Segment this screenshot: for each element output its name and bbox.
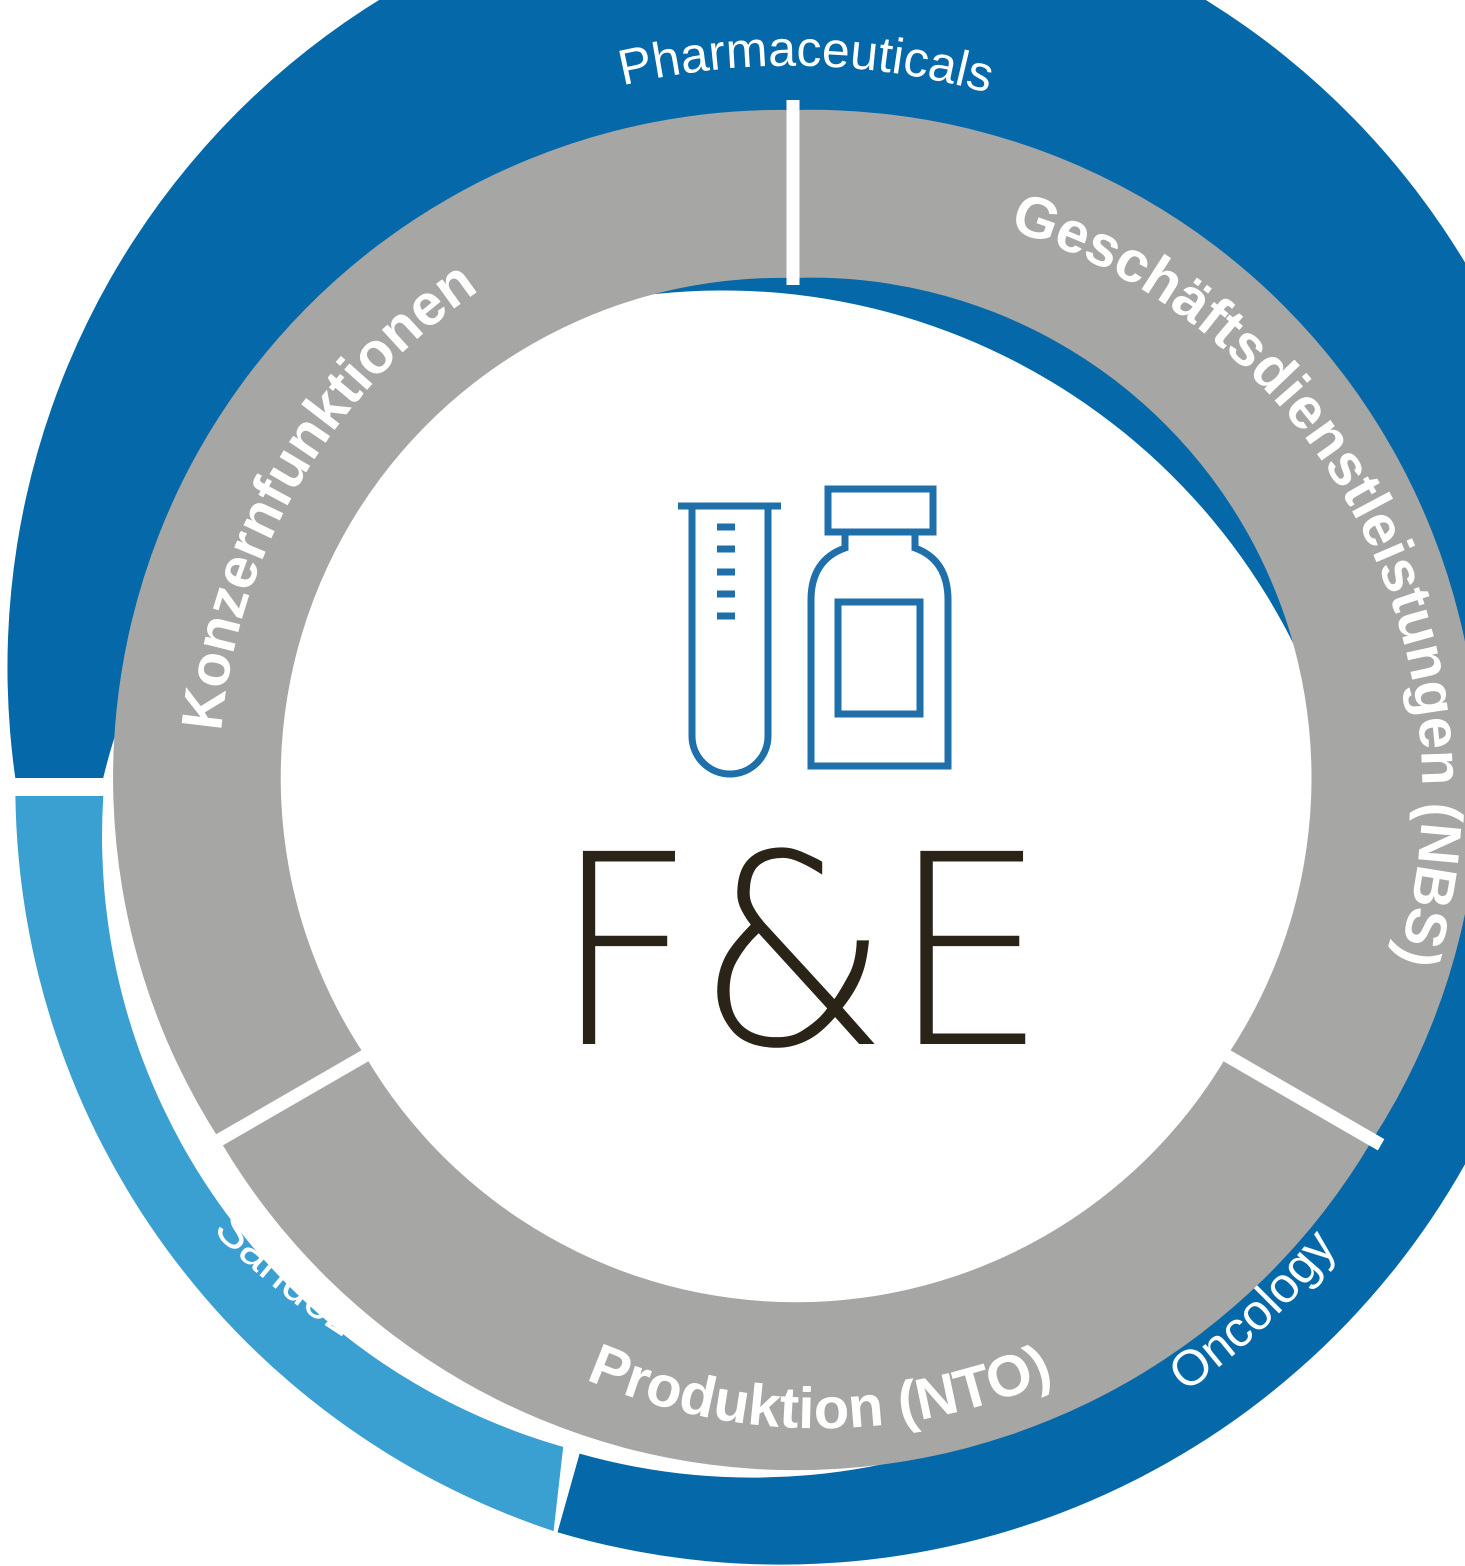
divider-right [1217, 1046, 1385, 1151]
center-icons [678, 485, 952, 778]
sandoz-segment [15, 796, 564, 1532]
medicine-bottle-icon [807, 485, 952, 770]
center-title: F&E [553, 799, 1048, 1107]
inner-ring-dividers [207, 100, 1385, 1151]
test-tube-icon [678, 502, 781, 778]
divider-left [207, 1046, 375, 1151]
nto-segment [219, 1055, 1373, 1471]
nbs-segment [793, 109, 1465, 1140]
inner-ring: Konzernfunktionen Geschäftsdienstleistun… [113, 100, 1465, 1471]
konzernfunktionen-segment [113, 109, 793, 1140]
